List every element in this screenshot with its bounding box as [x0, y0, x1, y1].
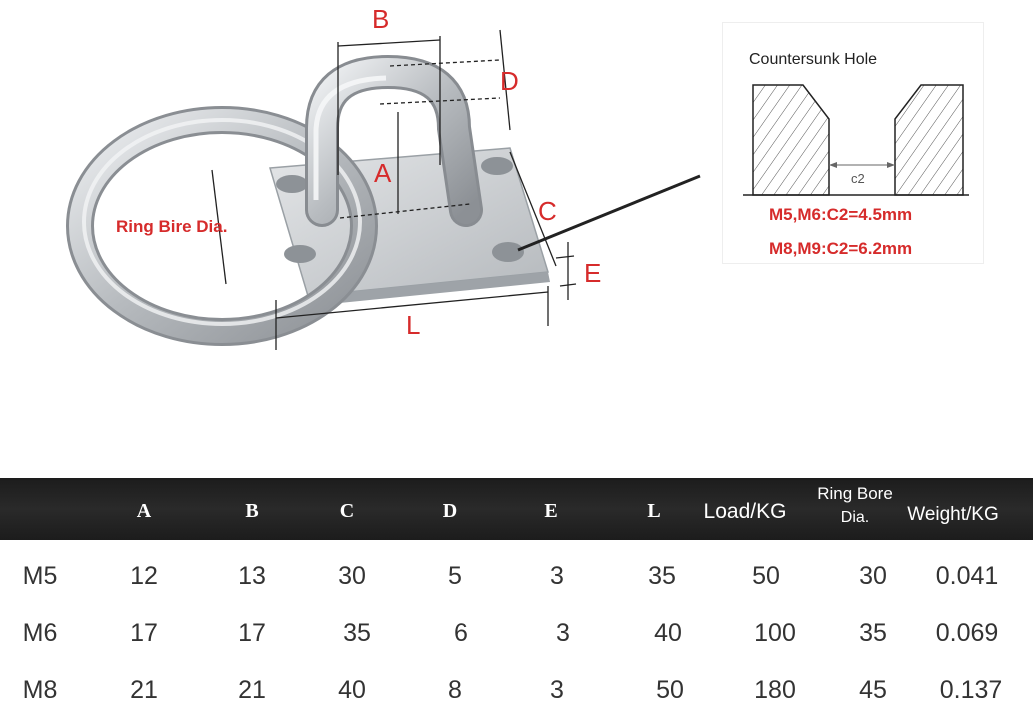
- header-ring-bore-line2: Dia.: [840, 509, 870, 526]
- dim-label-a: A: [374, 158, 392, 188]
- countersunk-inset: Countersunk Hole c2 M5,M6:C2=4.5mm M8,M9…: [722, 22, 984, 264]
- header-l: L: [647, 500, 661, 522]
- cell-a: 17: [130, 619, 158, 647]
- cell-model: M8: [22, 676, 58, 704]
- header-c: C: [339, 500, 355, 522]
- cell-load: 100: [754, 619, 796, 647]
- cell-c: 30: [338, 562, 366, 590]
- cell-ring: 35: [859, 619, 887, 647]
- staple-loop: [305, 54, 483, 227]
- cell-load: 180: [754, 676, 796, 704]
- c2-label: c2: [851, 171, 865, 186]
- cell-b: 21: [238, 676, 266, 704]
- formula-m5-m6: M5,M6:C2=4.5mm: [769, 205, 913, 224]
- table-row: M5 12 13 30 5 3 35 50 30 0.041: [0, 550, 1033, 606]
- cell-d: 8: [448, 676, 462, 704]
- cell-e: 3: [550, 562, 564, 590]
- header-d: D: [442, 500, 458, 522]
- mount-hole: [492, 242, 524, 262]
- cell-e: 3: [550, 676, 564, 704]
- dimension-lines: [211, 29, 701, 350]
- cell-l: 35: [648, 562, 676, 590]
- ring-dia-label: Ring Bire Dia.: [116, 217, 227, 236]
- cell-b: 13: [238, 562, 266, 590]
- cell-c: 40: [338, 676, 366, 704]
- header-ring-bore: Ring Bore Dia.: [805, 482, 905, 530]
- cell-c: 35: [343, 619, 371, 647]
- cell-model: M6: [22, 619, 58, 647]
- table-row: M6 17 17 35 6 3 40 100 35 0.069: [0, 607, 1033, 663]
- header-ring-bore-line1: Ring Bore: [817, 484, 893, 503]
- cell-weight: 0.041: [935, 562, 999, 590]
- countersunk-drawing: c2: [743, 84, 969, 196]
- cell-l: 40: [654, 619, 682, 647]
- dim-label-c: C: [538, 196, 557, 226]
- product-diagram: B D A C E L Ring Bire Dia.: [66, 4, 701, 350]
- dim-label-l: L: [406, 310, 420, 340]
- inset-title: Countersunk Hole: [749, 51, 878, 68]
- mount-hole: [284, 245, 316, 263]
- mount-hole: [481, 157, 513, 175]
- header-b: B: [245, 500, 259, 522]
- dim-label-b: B: [372, 4, 389, 34]
- ring: [66, 106, 378, 346]
- cell-ring: 30: [859, 562, 887, 590]
- header-a: A: [136, 500, 152, 522]
- formula-m8-m9: M8,M9:C2=6.2mm: [769, 239, 913, 258]
- cell-ring: 45: [859, 676, 887, 704]
- cell-weight: 0.069: [935, 619, 999, 647]
- cell-a: 12: [130, 562, 158, 590]
- spec-table: A B C D E L Load/KG Ring Bore Dia. Weigh…: [0, 478, 1033, 707]
- dim-label-d: D: [500, 66, 519, 96]
- cell-weight: 0.137: [939, 676, 1003, 704]
- header-load: Load/KG: [703, 500, 787, 523]
- cell-load: 50: [752, 562, 780, 590]
- cell-e: 3: [556, 619, 570, 647]
- cell-l: 50: [656, 676, 684, 704]
- table-row: M8 21 21 40 8 3 50 180 45 0.137: [0, 664, 1033, 720]
- cell-a: 21: [130, 676, 158, 704]
- cell-model: M5: [22, 562, 58, 590]
- cell-d: 6: [454, 619, 468, 647]
- table-header: A B C D E L Load/KG Ring Bore Dia. Weigh…: [0, 478, 1033, 540]
- dim-label-e: E: [584, 258, 601, 288]
- header-e: E: [544, 500, 558, 522]
- cell-d: 5: [448, 562, 462, 590]
- header-weight: Weight/KG: [907, 504, 999, 525]
- mount-hole: [276, 175, 308, 193]
- cell-b: 17: [238, 619, 266, 647]
